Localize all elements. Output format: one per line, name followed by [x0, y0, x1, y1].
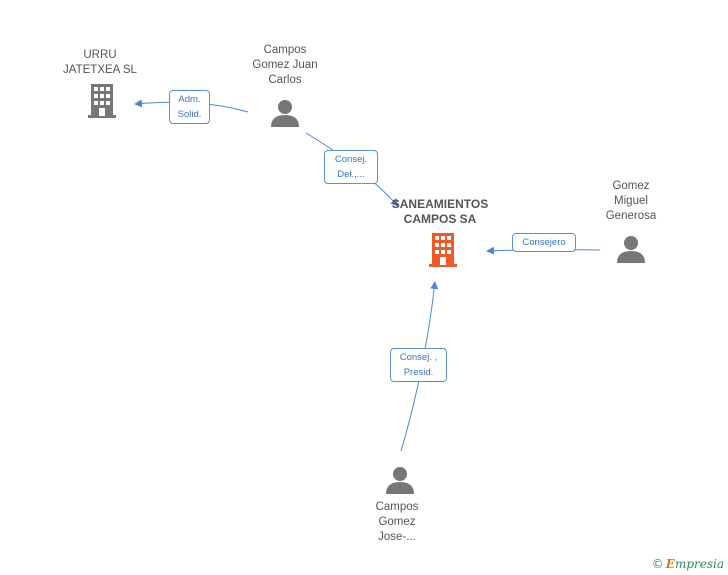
node-label-gomez-miguel[interactable]: Gomez Miguel Generosa: [605, 180, 657, 222]
node-label-main-company[interactable]: SANEAMIENTOS CAMPOS SA: [391, 197, 489, 226]
node-label-campos-jose[interactable]: Campos Gomez Jose-...: [375, 501, 419, 543]
node-label-campos-juan[interactable]: Campos Gomez Juan Carlos: [252, 44, 318, 86]
edge-label-consej-del: Consej. Del.,...: [324, 150, 378, 184]
building-icon: [429, 233, 457, 267]
person-icon: [386, 467, 414, 494]
person-icon: [271, 100, 299, 127]
node-label-urru[interactable]: URRU JATETXEA SL: [63, 49, 137, 76]
building-icon: [88, 84, 116, 118]
person-icon: [617, 236, 645, 263]
edge-label-consej-presid: Consej. , Presid.: [390, 348, 447, 382]
edge-label-adm-solid: Adm. Solid.: [169, 90, 210, 124]
edge-label-consejero: Consejero: [512, 233, 576, 252]
empresia-logo: ©Empresia: [651, 557, 724, 571]
